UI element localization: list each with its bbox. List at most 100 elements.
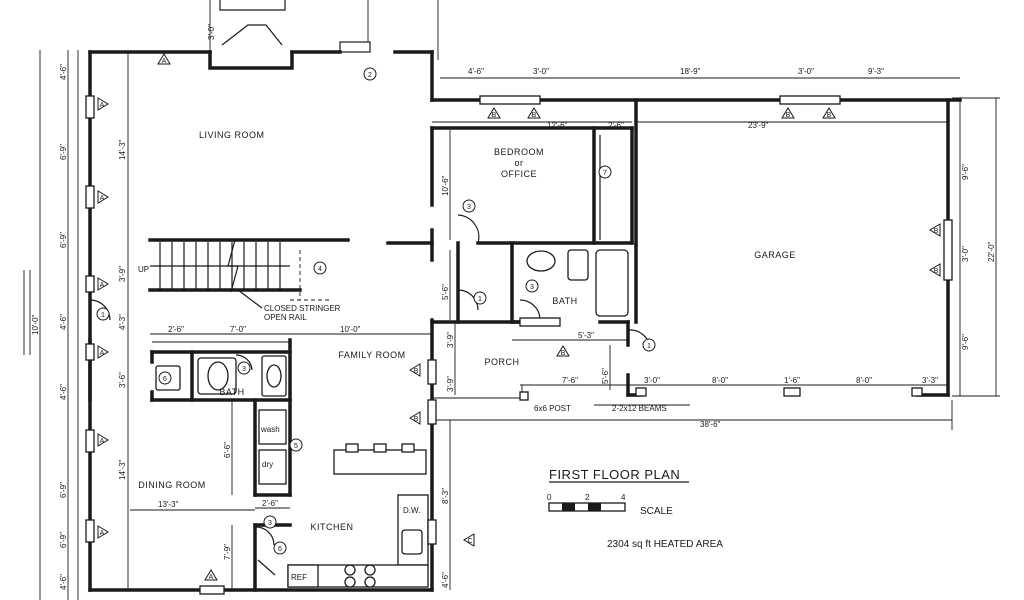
window-tag: B [532, 112, 537, 119]
scale-tick: 0 [547, 493, 552, 502]
window-tag: C [467, 538, 472, 545]
door-tag: 2 [368, 72, 372, 79]
scale-label: SCALE [640, 506, 673, 517]
stool [373, 443, 387, 453]
garage-posts [519, 387, 923, 401]
dim-family-width: 10'-0" [340, 325, 361, 334]
dim-garage-front: 3'-0" [644, 376, 660, 385]
dim-chimney: 3'-0" [207, 24, 216, 40]
dim-left-inner: 14'-3" [118, 459, 127, 480]
dim-garage-front: 3'-3" [922, 376, 938, 385]
small-bath-label: BATH [552, 296, 577, 306]
window-tag: B [414, 368, 419, 375]
stool [401, 443, 415, 453]
window-tag: B [827, 112, 832, 119]
door-tag: 6 [163, 376, 167, 383]
dining-room-label: DINING ROOM [138, 480, 206, 490]
shower [595, 249, 629, 317]
beams-label: 2-2x12 BEAMS [612, 404, 667, 413]
dim-left: 6'-9" [59, 232, 68, 248]
dim-left-inner: 7'-9" [223, 544, 232, 560]
interior-walls [88, 98, 638, 592]
door-tag: 1 [478, 296, 482, 303]
stove-burner [344, 576, 356, 588]
door-tag: 3 [242, 366, 246, 373]
open-rail-label: OPEN RAIL [264, 313, 307, 322]
sink [401, 529, 423, 555]
dim-garage-right: 3'-0" [961, 246, 970, 262]
porch-label: PORCH [484, 357, 519, 367]
dim-left: 4'-6" [59, 314, 68, 330]
dim-top: 3'-0" [533, 67, 549, 76]
washer-label: wash [260, 425, 280, 434]
dim-porch-front: 7'-6" [562, 376, 578, 385]
door-tag: 6 [278, 546, 282, 553]
door-tags: 1 1 1 2 3 3 3 3 4 5 6 6 7 [96, 67, 656, 555]
staircase [150, 239, 330, 309]
dim-dining-width: 13'-3" [158, 500, 179, 509]
door-tag: 5 [294, 443, 298, 450]
dim-laundry: 6'-6" [223, 442, 232, 458]
windows [85, 95, 953, 595]
dim-left-inner: 3'-9" [118, 266, 127, 282]
dim-kitchen-b: 4'-6" [441, 572, 450, 588]
dim-porch-h2: 3'-9" [446, 376, 455, 392]
stove-burner [364, 576, 376, 588]
dim-kitchen-h: 8'-3" [441, 488, 450, 504]
window-tag: A [100, 530, 105, 537]
dryer [258, 449, 287, 485]
window-tag: A [100, 102, 105, 109]
post-marker [519, 391, 529, 401]
dim-porch-v: 5'-6" [601, 368, 610, 384]
scale-bar [548, 502, 626, 512]
window-tag: A [100, 350, 105, 357]
scale-tick: 4 [621, 493, 626, 502]
window-tag: B [561, 350, 566, 357]
dim-closet-width: 2'-6" [608, 121, 624, 130]
window-tags: A A A A A A A A B B B B B B B B B C [97, 53, 941, 581]
dim-left: 6'-9" [59, 482, 68, 498]
kitchen-island [333, 449, 427, 475]
living-room-label: LIVING ROOM [199, 130, 265, 140]
window-tag: A [209, 574, 214, 581]
small-bath-sink [526, 250, 556, 272]
bedroom-or-label: or [514, 158, 523, 168]
door-tag: 1 [647, 343, 651, 350]
dryer-label: dry [262, 460, 273, 469]
scale-tick: 2 [585, 493, 590, 502]
main-bath-label: BATH [219, 387, 244, 397]
window-tag: B [492, 112, 497, 119]
door-tag: 3 [467, 204, 471, 211]
washer [258, 409, 287, 445]
door-tag: 3 [268, 520, 272, 527]
dim-bed-depth: 10'-6" [441, 175, 450, 196]
scale-bar-segment [588, 503, 601, 511]
kitchen-label: KITCHEN [310, 522, 353, 532]
door-tag: 1 [101, 312, 105, 319]
dim-garage-right: 9'-6" [961, 334, 970, 350]
dim-bath-b: 7'-0" [230, 325, 246, 334]
exterior-walls [88, 0, 962, 592]
dim-left: 6'-9" [59, 144, 68, 160]
annotations: UP CLOSED STRINGER OPEN RAIL 6x6 POST 2-… [138, 265, 667, 582]
bedroom-label: BEDROOM [494, 147, 544, 157]
dim-overall: 38'-6" [700, 420, 721, 429]
window-tag: B [934, 268, 939, 275]
refrigerator [287, 564, 319, 588]
dim-left: 6'-9" [59, 532, 68, 548]
dim-garage-front: 1'-6" [784, 376, 800, 385]
dimension-text: 4'-6" 3'-0" 18'-9" 3'-0" 9'-3" 12'-6" 2'… [31, 24, 996, 590]
heated-area-label: 2304 sq ft HEATED AREA [607, 539, 723, 550]
door-swings [89, 214, 651, 576]
dim-top: 18'-9" [680, 67, 701, 76]
window-tag: B [414, 416, 419, 423]
room-labels: LIVING ROOM BEDROOM or OFFICE GARAGE BAT… [138, 130, 795, 532]
dim-bedroom-width: 12'-6" [547, 121, 568, 130]
stringer-label: CLOSED STRINGER [264, 304, 341, 313]
window-tag: A [100, 282, 105, 289]
window-tag: B [786, 112, 791, 119]
dim-porch-h1: 3'-9" [446, 332, 455, 348]
stove-burner [344, 564, 356, 576]
dim-left: 4'-6" [59, 64, 68, 80]
